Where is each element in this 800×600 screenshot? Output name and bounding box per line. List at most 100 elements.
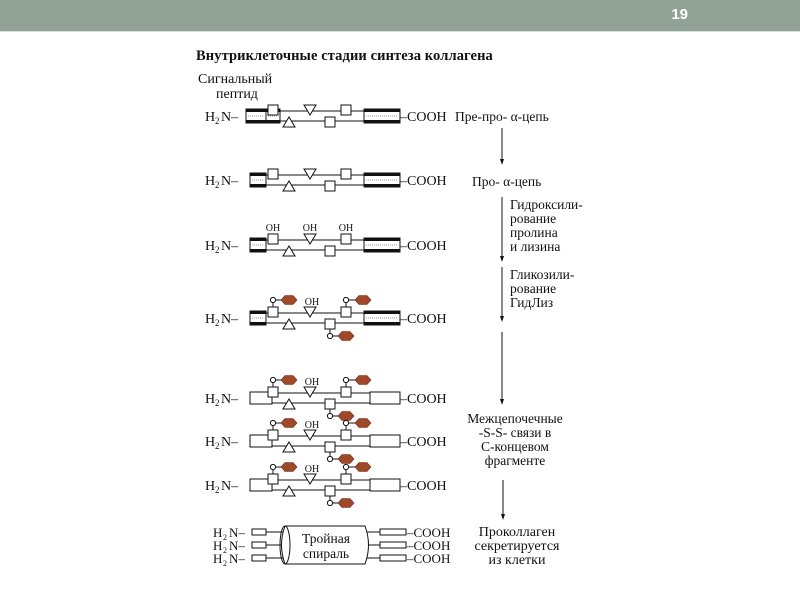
n-terminus-label: H xyxy=(205,239,215,254)
process-arrow-head xyxy=(500,256,504,262)
lysine-residue-triangle-up xyxy=(282,180,296,192)
c-terminus-label: –COOH xyxy=(406,538,450,553)
lysine-residue-triangle-down xyxy=(303,473,317,485)
glycosyl-hexagon xyxy=(354,418,372,428)
proline-residue-square xyxy=(340,429,352,441)
n-propeptide-block-top-band xyxy=(250,238,266,241)
c-terminus-label: –COOH xyxy=(399,239,447,254)
n-terminus-subscript: 2 xyxy=(215,180,220,190)
c-propeptide-block xyxy=(379,554,407,562)
stage-text-line: из клетки xyxy=(488,553,546,568)
proline-residue-square xyxy=(267,168,279,180)
signal-peptide-block-top-band xyxy=(246,109,266,112)
oxygen-link-circle xyxy=(269,296,277,304)
n-terminus-label: H xyxy=(213,551,222,566)
n-terminus-subscript: 2 xyxy=(223,559,227,568)
slide-header-bar: 19 xyxy=(0,0,800,32)
stage-text-line: ГидЛиз xyxy=(510,295,554,310)
stage-label-disulfide: Межцепочечные -S-S- связи в С-концевом ф… xyxy=(455,412,575,468)
c-terminus-label: –COOH xyxy=(399,392,447,407)
c-propeptide-block-top-band xyxy=(364,173,400,176)
glycosyl-hexagon xyxy=(280,375,298,385)
oxygen-link-circle xyxy=(342,419,350,427)
stage-text-line: пролина xyxy=(510,225,558,240)
c-terminus-label: –COOH xyxy=(406,525,450,540)
proline-residue-square xyxy=(340,386,352,398)
glycosyl-hexagon xyxy=(280,295,298,305)
n-terminus-label: N– xyxy=(221,392,239,407)
n-propeptide-block-bottom-band xyxy=(250,322,266,325)
lysine-residue-triangle-up xyxy=(282,318,296,330)
triple-helix-end-ellipse xyxy=(279,525,291,565)
triple-helix-body xyxy=(281,525,369,565)
hydroxyl-label: OH xyxy=(305,377,319,388)
stage-text-line: С-концевом xyxy=(481,439,549,454)
stage-label-secretion: Проколлаген секретируется из клетки xyxy=(455,526,579,568)
n-terminus-label: H xyxy=(213,538,222,553)
triple-helix-label: Тройная xyxy=(302,531,350,546)
stage-text-line: фрагменте xyxy=(484,453,546,468)
glycosyl-hexagon xyxy=(337,331,355,341)
c-propeptide-block xyxy=(369,478,401,492)
n-terminus-label: N– xyxy=(221,110,239,125)
stage-label-glycosylation: Гликозили- рование ГидЛиз xyxy=(510,268,574,310)
c-propeptide-block-bottom-band xyxy=(364,184,400,187)
oxygen-link-circle xyxy=(342,296,350,304)
c-terminus-label: –COOH xyxy=(399,312,447,327)
n-terminus-label: N– xyxy=(221,435,239,450)
c-propeptide-block-top-band xyxy=(364,109,400,112)
signal-peptide-label: Сигнальный пептид xyxy=(198,72,272,102)
triple-helix-label: спираль xyxy=(303,546,349,561)
hydroxyl-label: OH xyxy=(305,420,319,431)
n-propeptide-block-bottom-band xyxy=(250,184,266,187)
stage-text-line: -S-S- связи в xyxy=(478,425,552,440)
stage-label-prepro: Пре-про- α-цепь xyxy=(455,109,549,124)
n-terminus-subscript: 2 xyxy=(215,245,220,255)
n-propeptide-block xyxy=(251,554,267,562)
oxygen-link-circle xyxy=(269,463,277,471)
oxygen-link-circle xyxy=(326,332,334,340)
proline-residue-square xyxy=(324,245,336,257)
c-propeptide-block-top-band xyxy=(364,311,400,314)
n-terminus-subscript: 2 xyxy=(215,441,220,451)
c-terminus-label: –COOH xyxy=(399,435,447,450)
oxygen-link-circle xyxy=(269,419,277,427)
c-propeptide-block-bottom-band xyxy=(364,120,400,123)
c-propeptide-block-bottom-band xyxy=(364,322,400,325)
hydroxyl-label: OH xyxy=(305,464,319,475)
glycosyl-hexagon xyxy=(354,295,372,305)
oxygen-link-circle xyxy=(326,412,334,420)
glycosyl-hexagon xyxy=(354,375,372,385)
c-propeptide-block xyxy=(379,528,407,536)
n-terminus-subscript: 2 xyxy=(223,546,227,555)
proline-residue-square xyxy=(324,318,336,330)
c-terminus-label: –COOH xyxy=(399,110,447,125)
proline-residue-square xyxy=(324,485,336,497)
oxygen-link-circle xyxy=(342,376,350,384)
n-terminus-label: H xyxy=(205,479,215,494)
glycosyl-hexagon xyxy=(337,411,355,421)
proline-residue-square xyxy=(340,233,352,245)
oxygen-link-circle xyxy=(326,499,334,507)
n-terminus-label: H xyxy=(205,110,215,125)
n-terminus-label: H xyxy=(205,392,215,407)
stage-text-line: Проколлаген xyxy=(478,525,556,540)
oxygen-link-circle xyxy=(326,455,334,463)
c-terminus-label: –COOH xyxy=(399,479,447,494)
lysine-residue-triangle-down xyxy=(303,104,317,116)
lysine-residue-triangle-up xyxy=(282,441,296,453)
signal-peptide-label-line1: Сигнальный xyxy=(198,72,273,87)
n-terminus-subscript: 2 xyxy=(215,318,220,328)
proline-residue-square xyxy=(324,180,336,192)
proline-residue-square xyxy=(340,168,352,180)
proline-residue-square xyxy=(267,429,279,441)
n-propeptide-block-top-band xyxy=(250,311,266,314)
process-arrow-head xyxy=(500,399,504,405)
proline-residue-square xyxy=(340,306,352,318)
proline-residue-square xyxy=(324,441,336,453)
c-propeptide-block-top-band xyxy=(364,238,400,241)
glycosyl-hexagon xyxy=(337,498,355,508)
n-propeptide-block xyxy=(249,478,273,492)
stage-text-line: Межцепочечные xyxy=(467,411,563,426)
